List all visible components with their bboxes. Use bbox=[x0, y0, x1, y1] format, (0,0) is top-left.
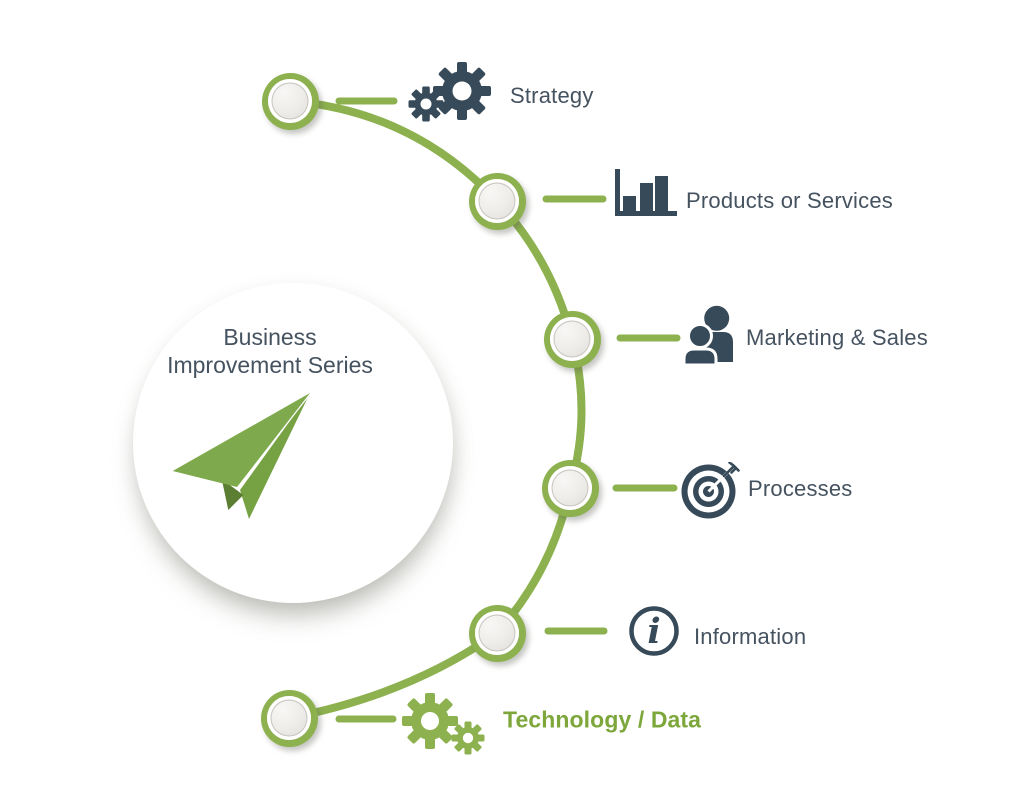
timeline-node-products bbox=[468, 172, 526, 230]
info-glyph: i bbox=[647, 611, 660, 652]
node-inner-circle bbox=[268, 79, 312, 123]
node-label-information: Information bbox=[694, 624, 807, 649]
paper-plane-icon bbox=[172, 392, 311, 519]
node-inner-circle bbox=[475, 179, 519, 223]
hub-title: Business Improvement Series bbox=[133, 323, 453, 379]
bar-chart-icon bbox=[615, 169, 677, 216]
timeline-node-technology bbox=[260, 689, 318, 747]
gears-green-icon bbox=[402, 693, 485, 755]
gears-icon bbox=[408, 62, 491, 122]
timeline-node-strategy bbox=[261, 72, 319, 130]
timeline-node-processes bbox=[541, 459, 599, 517]
center-hub-circle: Business Improvement Series bbox=[133, 283, 453, 603]
node-label-marketing: Marketing & Sales bbox=[746, 325, 928, 350]
node-inner-circle bbox=[548, 466, 592, 510]
hub-title-line1: Business bbox=[223, 324, 317, 350]
timeline-node-information bbox=[468, 604, 526, 662]
hub-title-line2: Improvement Series bbox=[167, 352, 373, 378]
node-inner-circle bbox=[267, 696, 311, 740]
node-label-technology: Technology / Data bbox=[503, 706, 702, 733]
node-label-strategy: Strategy bbox=[510, 83, 594, 108]
info-icon: i bbox=[629, 606, 679, 656]
target-bullseye-icon bbox=[681, 462, 740, 519]
node-inner-circle bbox=[550, 317, 594, 361]
people-icon bbox=[683, 305, 733, 367]
node-label-processes: Processes bbox=[748, 476, 853, 501]
node-inner-circle bbox=[475, 611, 519, 655]
timeline-node-marketing bbox=[543, 310, 601, 368]
node-label-products: Products or Services bbox=[686, 188, 893, 213]
